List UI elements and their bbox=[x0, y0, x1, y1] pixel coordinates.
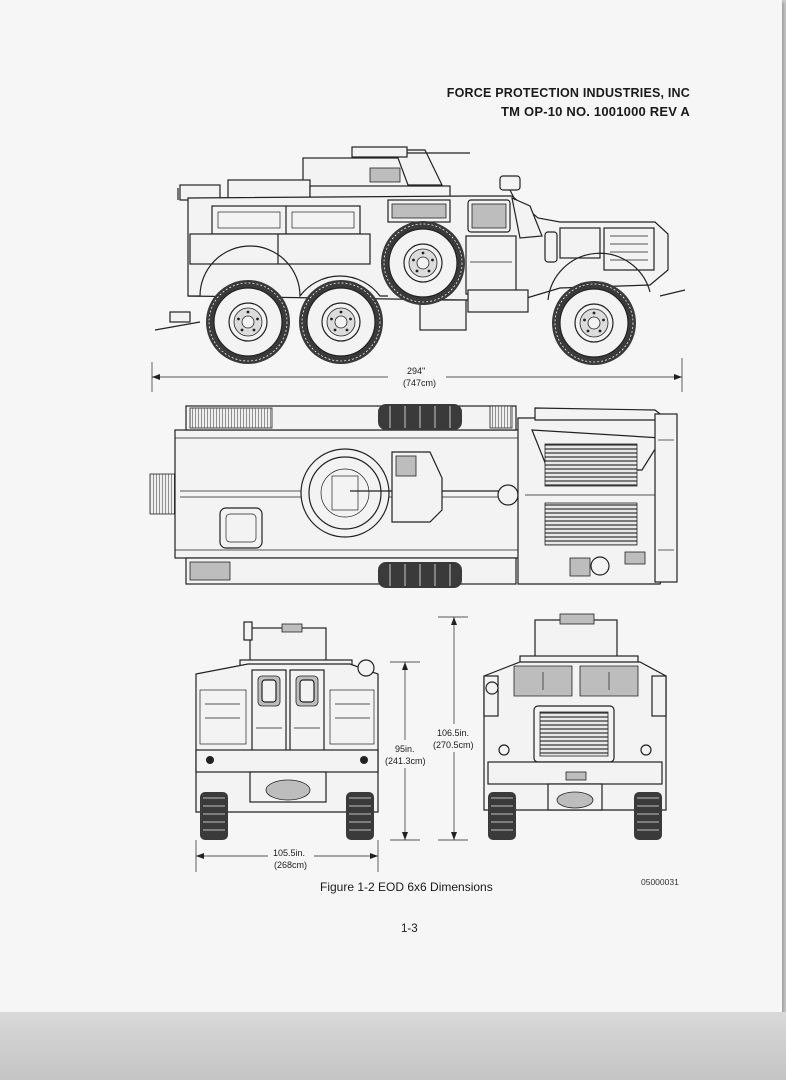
width-cm-label: (268cm) bbox=[274, 860, 307, 870]
company-name: FORCE PROTECTION INDUSTRIES, INC bbox=[446, 86, 690, 100]
length-cm-label: (747cm) bbox=[403, 378, 436, 388]
side-view-drawing bbox=[154, 146, 686, 366]
width-dimension bbox=[195, 840, 379, 872]
length-inches-label: 294" bbox=[407, 366, 425, 376]
overall-height-inches-label: 106.5in. bbox=[437, 728, 469, 738]
length-dimension bbox=[151, 358, 683, 392]
figure-caption: Figure 1-2 EOD 6x6 Dimensions bbox=[320, 880, 493, 894]
hull-height-cm-label: (241.3cm) bbox=[385, 756, 426, 766]
overall-height-cm-label: (270.5cm) bbox=[433, 740, 474, 750]
hull-height-inches-label: 95in. bbox=[395, 744, 415, 754]
scanner-background bbox=[0, 1012, 786, 1080]
width-inches-label: 105.5in. bbox=[273, 848, 305, 858]
top-view-drawing bbox=[149, 404, 678, 588]
overall-height-dimension bbox=[432, 616, 480, 841]
rear-view-drawing bbox=[195, 621, 379, 841]
hull-height-dimension bbox=[384, 661, 428, 841]
figure-code: 05000031 bbox=[641, 877, 679, 887]
technical-manual-number: TM OP-10 NO. 1001000 REV A bbox=[501, 104, 690, 119]
front-view-drawing bbox=[483, 613, 667, 841]
page-number: 1-3 bbox=[401, 923, 418, 935]
